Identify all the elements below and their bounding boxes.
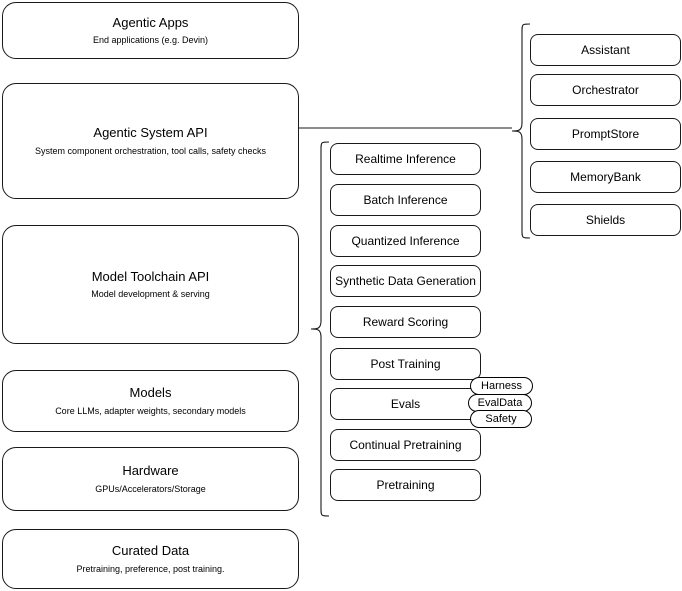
layer-subtitle: GPUs/Accelerators/Storage [95, 483, 206, 494]
layer-subtitle: Pretraining, preference, post training. [76, 563, 225, 574]
layer-title: Hardware [122, 463, 179, 479]
layer-box-curated-data[interactable]: Curated Data Pretraining, preference, po… [2, 529, 299, 589]
system-component-assistant[interactable]: Assistant [530, 34, 681, 66]
toolchain-component-synthetic-data-generation[interactable]: Synthetic Data Generation [330, 265, 481, 297]
toolchain-component-label: Pretraining [376, 478, 435, 492]
eval-badge-evaldata[interactable]: EvalData [468, 394, 532, 412]
system-component-orchestrator[interactable]: Orchestrator [530, 74, 681, 106]
toolchain-component-quantized-inference[interactable]: Quantized Inference [330, 225, 481, 257]
system-component-shields[interactable]: Shields [530, 204, 681, 236]
toolchain-component-pretraining[interactable]: Pretraining [330, 469, 481, 501]
layer-box-agentic-apps[interactable]: Agentic Apps End applications (e.g. Devi… [2, 2, 299, 59]
toolchain-component-label: Continual Pretraining [349, 438, 462, 452]
toolchain-component-label: Synthetic Data Generation [335, 274, 476, 288]
brace-toolchain-components [310, 141, 330, 517]
toolchain-component-batch-inference[interactable]: Batch Inference [330, 184, 481, 216]
toolchain-component-label: Batch Inference [363, 193, 448, 207]
layer-box-agentic-system-api[interactable]: Agentic System API System component orch… [2, 83, 299, 199]
connector-system-api-to-components [299, 127, 512, 129]
system-component-label: PromptStore [571, 127, 640, 141]
system-component-label: Orchestrator [572, 83, 639, 97]
eval-badge-safety[interactable]: Safety [470, 410, 532, 428]
system-component-label: MemoryBank [570, 170, 641, 184]
layer-title: Curated Data [111, 543, 190, 559]
toolchain-component-realtime-inference[interactable]: Realtime Inference [330, 143, 481, 175]
system-component-memorybank[interactable]: MemoryBank [530, 161, 681, 193]
toolchain-component-post-training[interactable]: Post Training [330, 348, 481, 380]
layer-title: Models [129, 385, 172, 401]
toolchain-component-reward-scoring[interactable]: Reward Scoring [330, 306, 481, 338]
eval-badge-label: Harness [481, 380, 522, 392]
eval-badge-label: Safety [485, 413, 517, 425]
brace-system-components [511, 23, 531, 239]
system-component-label: Assistant [581, 43, 630, 57]
toolchain-component-label: Realtime Inference [355, 152, 456, 166]
toolchain-component-evals[interactable]: Evals [330, 388, 481, 420]
eval-badge-label: EvalData [477, 397, 523, 409]
layer-box-model-toolchain-api[interactable]: Model Toolchain API Model development & … [2, 225, 299, 344]
layer-subtitle: Core LLMs, adapter weights, secondary mo… [55, 405, 246, 416]
layer-box-models[interactable]: Models Core LLMs, adapter weights, secon… [2, 370, 299, 432]
layer-subtitle: Model development & serving [91, 289, 210, 299]
toolchain-component-label: Evals [390, 397, 421, 411]
layer-title: Agentic Apps [112, 14, 189, 30]
layer-box-hardware[interactable]: Hardware GPUs/Accelerators/Storage [2, 447, 299, 511]
toolchain-component-label: Reward Scoring [362, 315, 449, 329]
toolchain-component-label: Quantized Inference [351, 234, 460, 248]
toolchain-component-continual-pretraining[interactable]: Continual Pretraining [330, 429, 481, 461]
eval-badge-harness[interactable]: Harness [470, 377, 533, 395]
layer-subtitle: End applications (e.g. Devin) [92, 35, 209, 45]
system-component-promptstore[interactable]: PromptStore [530, 118, 681, 150]
layer-title: Agentic System API [93, 125, 208, 141]
system-component-label: Shields [585, 213, 626, 227]
layer-title: Model Toolchain API [91, 268, 210, 284]
layer-subtitle: System component orchestration, tool cal… [34, 145, 267, 156]
toolchain-component-label: Post Training [370, 357, 441, 371]
